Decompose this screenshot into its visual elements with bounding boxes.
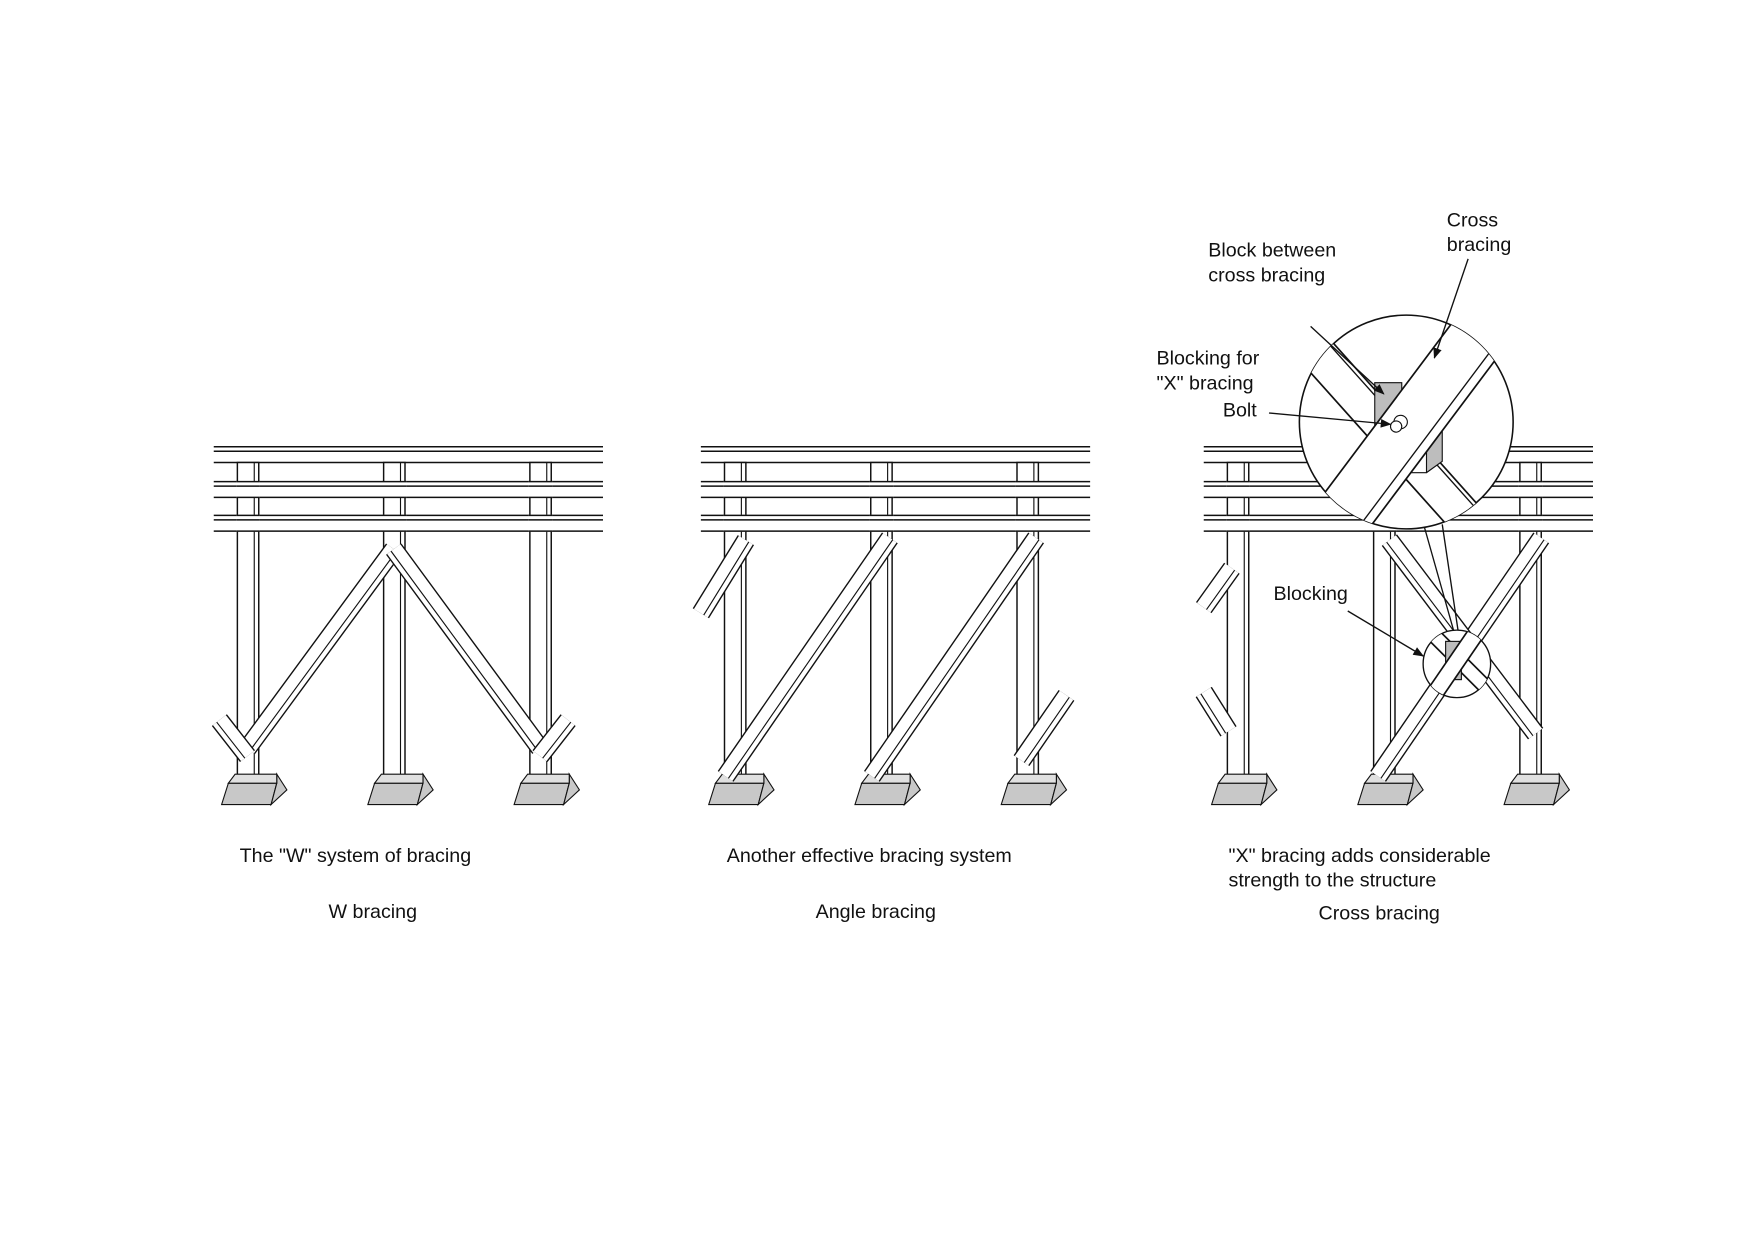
label-bolt: Bolt: [1223, 399, 1257, 421]
post: [723, 461, 747, 781]
caption-cross-bracing: "X" bracing adds considerable: [1229, 845, 1491, 867]
rail-gap: [382, 481, 407, 498]
rail-gap: [1226, 481, 1250, 498]
label-cross-bracing: Cross: [1447, 209, 1499, 231]
rail-gap: [236, 514, 260, 532]
arrow-block-between: [1310, 325, 1385, 395]
footing-top: [860, 773, 911, 784]
brace-fill: [533, 715, 575, 762]
footing: [1210, 782, 1268, 806]
brace-edge: [727, 539, 894, 779]
brace-edge: [1206, 569, 1236, 610]
footing-top: [1363, 773, 1414, 784]
brace-fill: [240, 544, 401, 754]
brace-edge: [216, 721, 246, 759]
labels: Cross bracing Block between cross bracin…: [240, 209, 1512, 924]
label-block-between-2: cross bracing: [1208, 264, 1325, 286]
arrow-cross-bracing: [1433, 258, 1469, 359]
frame-1: [211, 446, 603, 807]
brace-edge: [703, 541, 750, 616]
post: [382, 461, 406, 781]
footing-top: [1509, 773, 1560, 784]
title-angle-bracing: Angle bracing: [816, 901, 936, 923]
label-blocking-for-2: "X" bracing: [1157, 372, 1254, 394]
rail-gap: [723, 481, 747, 498]
rail-gap: [1015, 514, 1040, 532]
footing-top: [1217, 773, 1268, 784]
brace-edge: [249, 550, 397, 751]
brace-fill: [212, 715, 254, 762]
rail-gap: [528, 514, 553, 532]
label-cross-bracing-2: bracing: [1447, 234, 1512, 256]
title-cross-bracing: Cross bracing: [1319, 902, 1440, 924]
frame-2: [692, 446, 1091, 807]
rail-gap: [382, 514, 407, 532]
caption-angle-bracing: Another effective bracing system: [727, 845, 1012, 867]
brace-fill: [865, 533, 1043, 782]
label-blocking: Blocking: [1274, 583, 1348, 605]
footing-top: [373, 773, 424, 784]
caption-cross-bracing-2: strength to the structure: [1229, 870, 1437, 892]
footing: [1000, 782, 1058, 806]
post: [1226, 461, 1250, 781]
footing-top: [519, 773, 570, 784]
footing: [220, 782, 278, 806]
footing: [854, 782, 911, 806]
brace-fill: [1197, 563, 1239, 613]
label-block-between: Block between: [1208, 240, 1336, 262]
rail-gap: [1518, 481, 1543, 498]
brace-edge: [1200, 693, 1227, 734]
brace-fill: [693, 535, 753, 618]
footing-top: [714, 773, 765, 784]
footing: [707, 782, 765, 806]
footing-top: [227, 773, 278, 784]
brace-fill: [718, 533, 897, 782]
brace-edge: [874, 539, 1040, 779]
arrow-bolt: [1268, 412, 1392, 428]
label-blocking-for: Blocking for: [1157, 348, 1260, 370]
footing-top: [1006, 773, 1057, 784]
rail-gap: [236, 481, 260, 498]
footing: [367, 782, 424, 806]
rail-gap: [1015, 481, 1040, 498]
callout-pointer: [1423, 526, 1455, 631]
rail-gap: [1518, 514, 1543, 532]
rail-gap: [1226, 514, 1250, 532]
rail-gap: [869, 514, 894, 532]
brace-fill: [387, 544, 547, 754]
brace-fill: [1196, 687, 1236, 736]
arrow-blocking: [1347, 610, 1425, 657]
footing: [513, 782, 570, 806]
brace-edge: [1023, 696, 1070, 763]
brace-edge: [542, 721, 572, 759]
rail-gap: [723, 514, 747, 532]
rail-gap: [869, 481, 894, 498]
brace-edge: [390, 550, 538, 751]
footing: [1357, 782, 1414, 806]
rail-gap: [528, 481, 553, 498]
footing: [1503, 782, 1560, 806]
title-w-bracing: W bracing: [329, 901, 418, 923]
callout-pointer: [1441, 524, 1459, 631]
caption-w-bracing: The "W" system of bracing: [240, 845, 472, 867]
brace-fill: [1014, 690, 1074, 766]
post: [870, 461, 893, 781]
